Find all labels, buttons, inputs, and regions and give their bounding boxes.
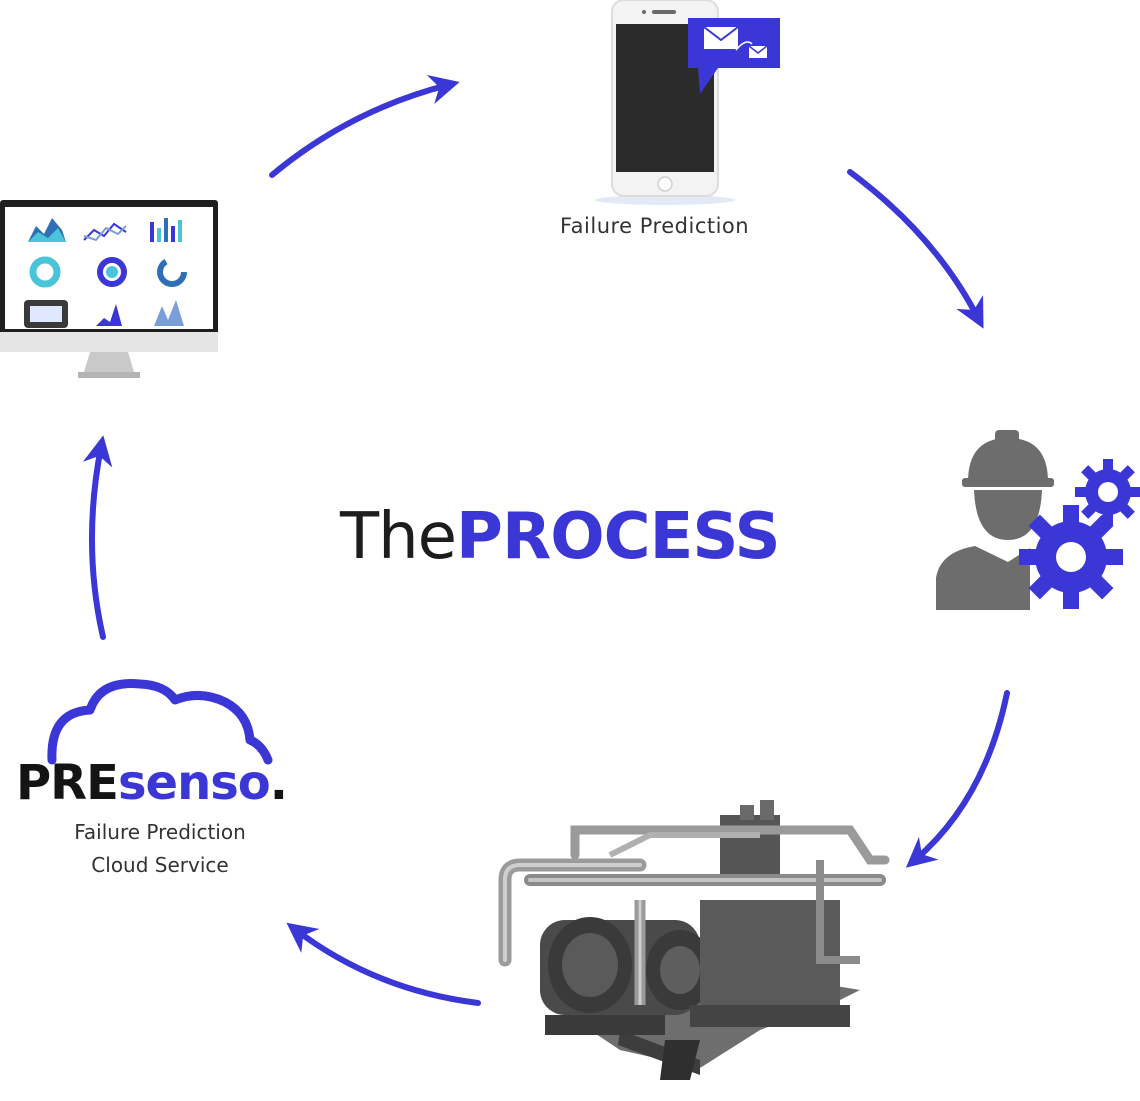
title-the: The <box>340 500 457 574</box>
title-process: PROCESS <box>456 500 781 574</box>
arrow-machine-to-cloud <box>286 922 481 1006</box>
message-envelope-icon <box>688 18 780 94</box>
logo-dot: . <box>269 755 288 811</box>
presenso-logo: PREsenso. <box>16 755 288 811</box>
compressor-machine-icon <box>498 800 890 1080</box>
logo-pre: PRE <box>16 755 119 811</box>
cloud-icon <box>47 679 273 765</box>
cloud-caption-line1: Failure Prediction <box>74 820 246 844</box>
arrow-engineer-to-machine <box>905 690 1010 868</box>
cloud-caption-line2: Cloud Service <box>91 853 229 877</box>
cloud-caption: Failure Prediction Cloud Service <box>30 816 290 882</box>
logo-senso: senso <box>117 755 271 811</box>
engineer-gears-icon <box>936 430 1140 610</box>
page-title: ThePROCESS <box>340 500 781 574</box>
arrow-cloud-to-monitor <box>82 435 113 640</box>
phone-caption: Failure Prediction <box>560 214 750 238</box>
monitor-dashboard-icon <box>0 200 218 378</box>
arrow-monitor-to-phone <box>269 74 460 178</box>
arrow-phone-to-engineer <box>847 169 984 329</box>
